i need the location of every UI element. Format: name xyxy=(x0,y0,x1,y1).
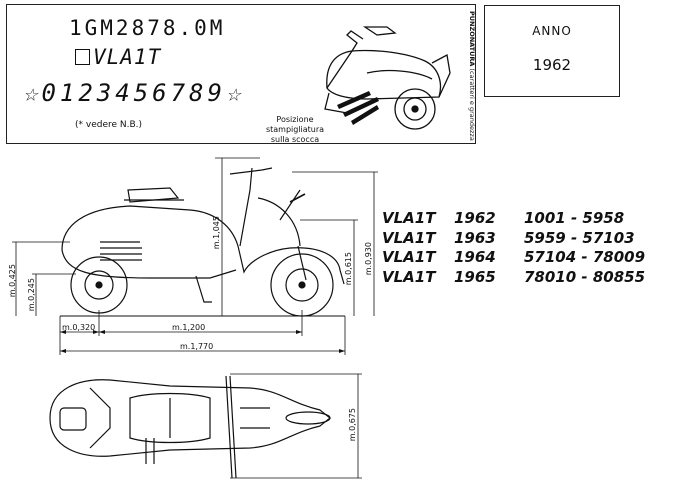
top-view-drawing xyxy=(49,373,362,479)
frame-number: 1GM2878.0M xyxy=(69,16,226,40)
dim-width-total: m.0,675 xyxy=(348,408,357,442)
scooter-side-sketch xyxy=(324,26,451,130)
stamp-square-icon xyxy=(75,49,90,65)
star-left-icon: ☆ xyxy=(23,79,42,107)
dim-axle-height: m.0,245 xyxy=(27,278,36,312)
punzonatura-label: PUNZONATURA (caratteri e grandezza al ve… xyxy=(468,11,476,141)
dim-front-height: m.0,930 xyxy=(364,242,373,276)
stamp-panel: 1GM2878.0M VLA1T ☆0123456789☆ (* vedere … xyxy=(6,4,476,144)
dim-length-total: m.1,770 xyxy=(180,342,214,351)
dim-seat-height: m.0,425 xyxy=(8,264,17,298)
dim-height-total: m.1,045 xyxy=(212,216,221,250)
anno-label: ANNO xyxy=(532,24,572,38)
digits: 0123456789 xyxy=(41,79,226,107)
anno-panel: ANNO 1962 xyxy=(484,5,620,97)
dim-handle-height: m.0,615 xyxy=(344,252,353,286)
dim-rear-overhang: m.0,320 xyxy=(62,323,96,332)
position-label: Posizione stampigliatura sulla scocca xyxy=(265,115,325,144)
nb-note: (* vedere N.B.) xyxy=(75,120,143,130)
star-right-icon: ☆ xyxy=(225,79,245,107)
side-elevation-drawing xyxy=(12,157,378,355)
digits-line: ☆0123456789☆ xyxy=(23,79,244,107)
anno-year: 1962 xyxy=(532,56,572,74)
model-code-line: VLA1T xyxy=(75,45,161,69)
model-code: VLA1T xyxy=(93,45,162,69)
dim-wheelbase: m.1,200 xyxy=(172,323,206,332)
